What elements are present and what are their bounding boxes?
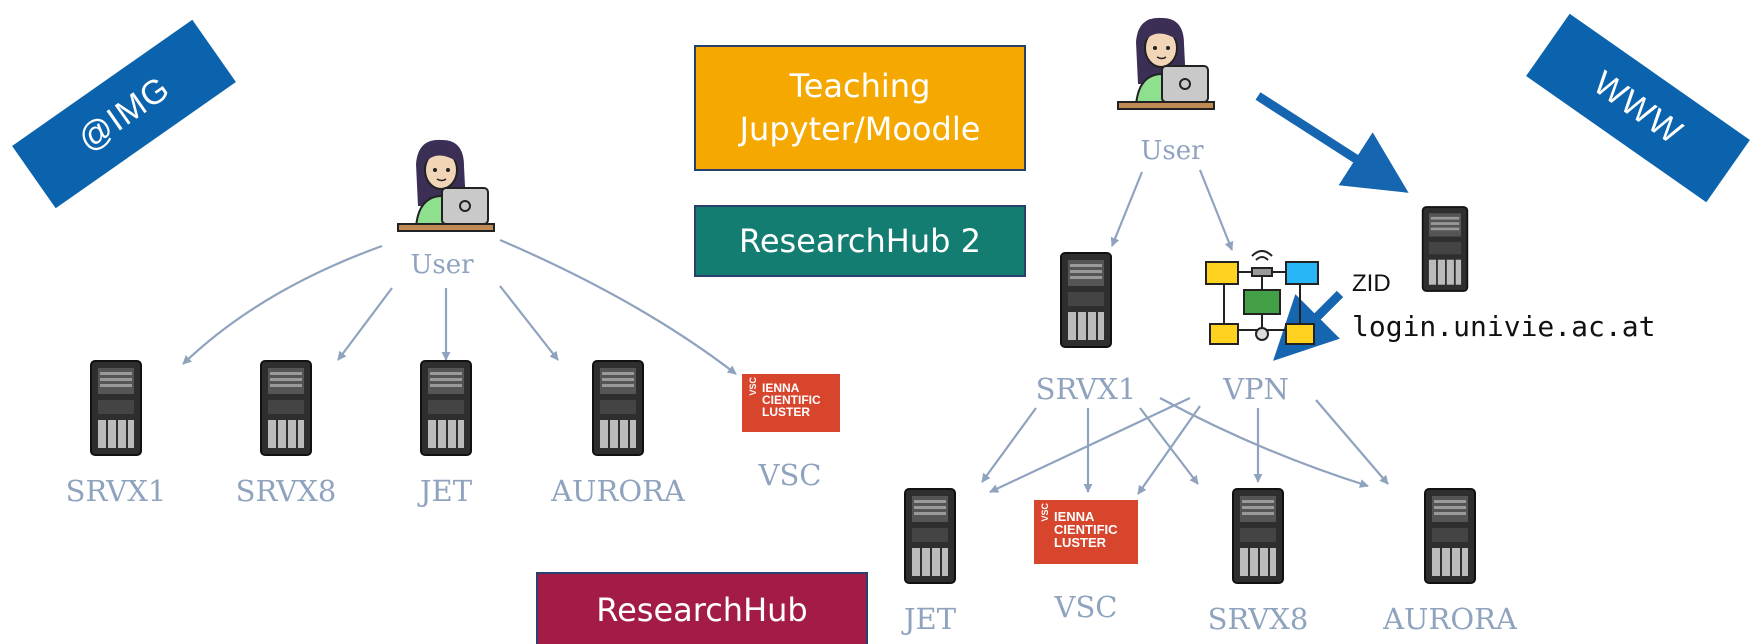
edge-vpn-aurora — [1315, 399, 1389, 485]
user-icon-right — [1117, 17, 1215, 110]
label-srvx1-left: SRVX1 — [65, 474, 167, 508]
researchhub-box: ResearchHub — [536, 572, 868, 644]
left-edges — [182, 238, 737, 375]
label-aurora-right: AURORA — [1383, 602, 1517, 636]
user-label-right: User — [1140, 136, 1204, 166]
vsc-logo-right-line2: CIENTIFIC — [1054, 522, 1118, 537]
edge-user-vsc-left — [499, 238, 737, 375]
zid-label: ZID — [1352, 270, 1391, 297]
server-icon-login — [1421, 206, 1469, 292]
label-vsc-left: VSC — [758, 458, 822, 492]
edge-srvx1-jet — [981, 407, 1037, 483]
edge-srvx1-aurora — [1159, 397, 1369, 488]
label-aurora-left: AURORA — [551, 474, 685, 508]
edge-srvx1-srvx8 — [1139, 407, 1199, 485]
login-host-label: login.univie.ac.at — [1352, 310, 1656, 343]
server-icon-aurora-right — [1424, 488, 1476, 584]
arrow-user-to-login — [1255, 92, 1409, 193]
edge-vpn-vsc — [1137, 405, 1201, 495]
teaching-box: Teaching Jupyter/Moodle — [694, 45, 1026, 171]
server-icon-srvx8-left — [260, 360, 312, 456]
user-label-left: User — [410, 250, 474, 280]
vsc-logo-left-line1: IENNA — [762, 381, 800, 395]
teaching-line2: Jupyter/Moodle — [739, 110, 981, 148]
server-icon-jet-right — [904, 488, 956, 584]
server-icon-jet-left — [420, 360, 472, 456]
label-vsc-right: VSC — [1054, 590, 1118, 624]
researchhub2-box: ResearchHub 2 — [694, 205, 1026, 277]
vsc-logo-left-line3: LUSTER — [762, 405, 810, 419]
label-srvx8-right: SRVX8 — [1207, 602, 1309, 636]
network-icon-vpn — [1205, 250, 1319, 345]
edge-user-srvx1-right — [1110, 171, 1144, 247]
label-jet-right: JET — [903, 602, 957, 636]
user-icon-left — [397, 139, 495, 232]
right-edges — [981, 169, 1389, 495]
edge-user-srvx1-left — [182, 244, 383, 365]
teaching-line1: Teaching — [789, 66, 931, 105]
vsc-logo-left-line2: CIENTIFIC — [762, 393, 821, 407]
server-icon-aurora-left — [592, 360, 644, 456]
label-srvx1-right: SRVX1 — [1035, 372, 1137, 406]
edge-user-vpn — [1198, 169, 1234, 251]
server-icon-srvx1-right — [1060, 252, 1112, 348]
label-jet-left: JET — [419, 474, 473, 508]
vsc-logo-right: VSC IENNA CIENTIFIC LUSTER — [1034, 500, 1138, 564]
vsc-logo-right-vertical: VSC — [1040, 503, 1050, 522]
edge-vpn-jet — [989, 397, 1191, 493]
edge-user-srvx8-left — [337, 287, 393, 361]
label-vpn: VPN — [1223, 372, 1289, 406]
vsc-logo-right-line3: LUSTER — [1054, 535, 1106, 550]
researchhub2-label: ResearchHub 2 — [739, 222, 981, 260]
vsc-logo-left-vertical: VSC — [748, 377, 758, 396]
vsc-logo-right-line1: IENNA — [1054, 509, 1095, 524]
server-icon-srvx1-left — [90, 360, 142, 456]
server-icon-srvx8-right — [1232, 488, 1284, 584]
vsc-logo-left: VSC IENNA CIENTIFIC LUSTER — [742, 374, 840, 432]
researchhub-label: ResearchHub — [596, 591, 808, 629]
edge-user-aurora-left — [499, 285, 559, 361]
label-srvx8-left: SRVX8 — [235, 474, 337, 508]
